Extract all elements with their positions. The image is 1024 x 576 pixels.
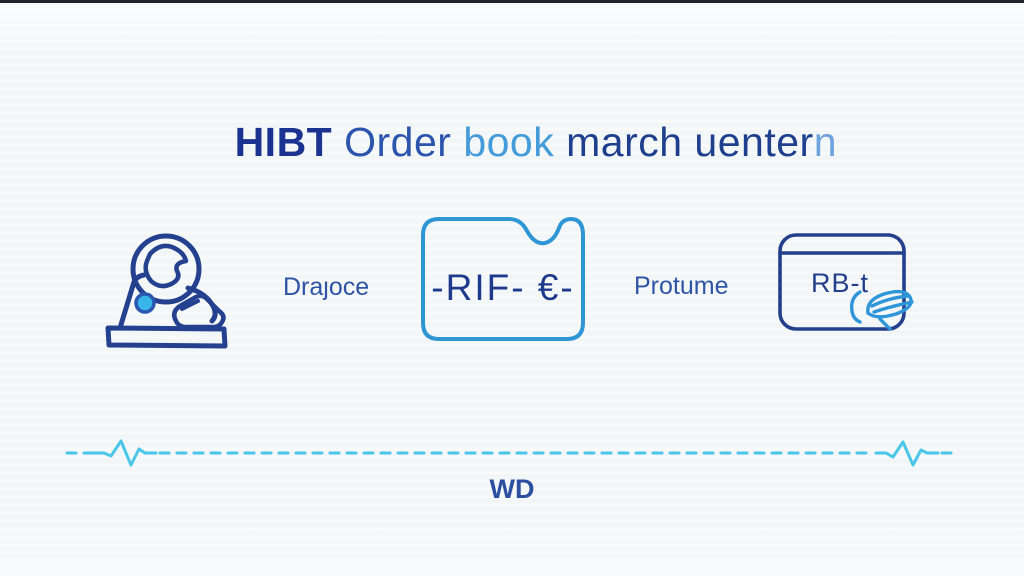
title-part-trailing-n: n: [813, 119, 837, 165]
title-part-book: book: [463, 119, 555, 165]
label-drajoce: Draȷoce: [283, 273, 370, 301]
pen-scribble-icon: [849, 289, 914, 331]
notched-card-icon: -RIF- €-: [413, 211, 593, 349]
title-part-hibt: HIBT: [234, 119, 333, 165]
top-edge-strip: [0, 0, 1024, 3]
pulse-right-icon: [874, 440, 940, 467]
pulse-left-icon: [92, 439, 158, 467]
box-text: RB-t: [811, 268, 869, 298]
page-title: HIBT Order book march uentern: [0, 72, 1024, 213]
card-text: -RIF- €-: [431, 267, 575, 308]
label-protume: Protume: [634, 272, 729, 300]
title-part-order: Order: [332, 119, 464, 165]
caption-wd: WD: [489, 474, 535, 504]
heartbeat-dashed-divider: [64, 439, 954, 467]
title-part-march: march uenter: [554, 119, 814, 165]
person-at-desk-icon: [100, 228, 245, 350]
box-with-pen-icon: RB-t: [776, 231, 916, 341]
